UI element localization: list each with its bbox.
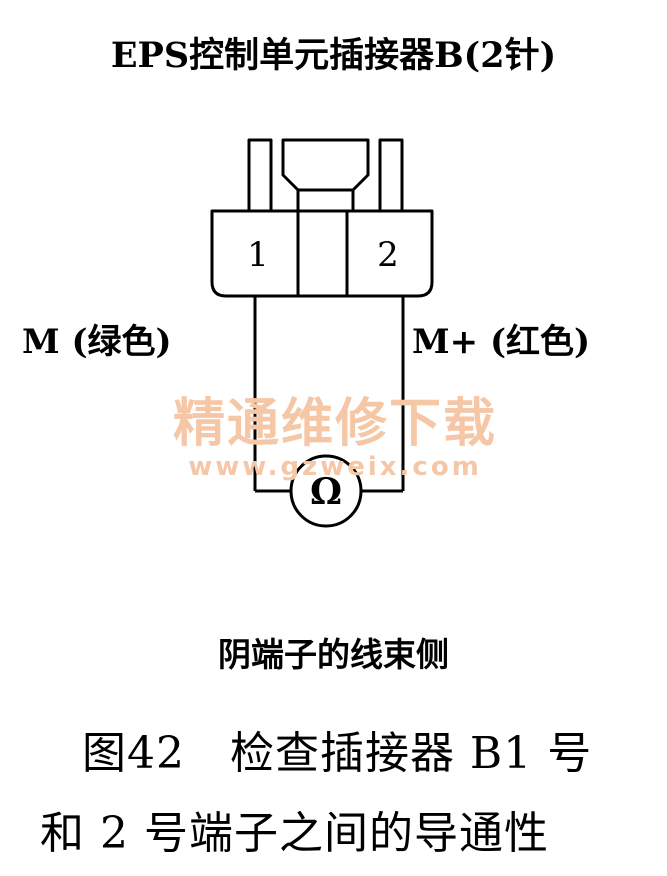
figure-caption-line-1: 图42 检查插接器 B1 号: [82, 728, 593, 779]
wire-m-plus-label: M+ (红色): [412, 322, 591, 362]
figure-caption-line-2: 和 2 号端子之间的导通性: [40, 808, 549, 859]
wire-m-label: M (绿色): [22, 322, 172, 362]
ohmmeter-symbol: [289, 454, 363, 528]
lock-cap: [281, 138, 370, 211]
watermark-url: www.gzweix.com: [188, 452, 482, 482]
connector-body: [210, 209, 434, 298]
diagram-title: EPS控制单元插接器B(2针): [110, 35, 557, 76]
right-latch: [378, 138, 404, 211]
watermark-text: 精通维修下载: [172, 393, 497, 454]
pin-2-label: 2: [377, 235, 399, 275]
harness-side-label: 阴端子的线束侧: [218, 635, 449, 674]
left-latch: [247, 138, 273, 211]
ohm-symbol: Ω: [310, 471, 342, 513]
pin-1-label: 1: [247, 235, 269, 275]
